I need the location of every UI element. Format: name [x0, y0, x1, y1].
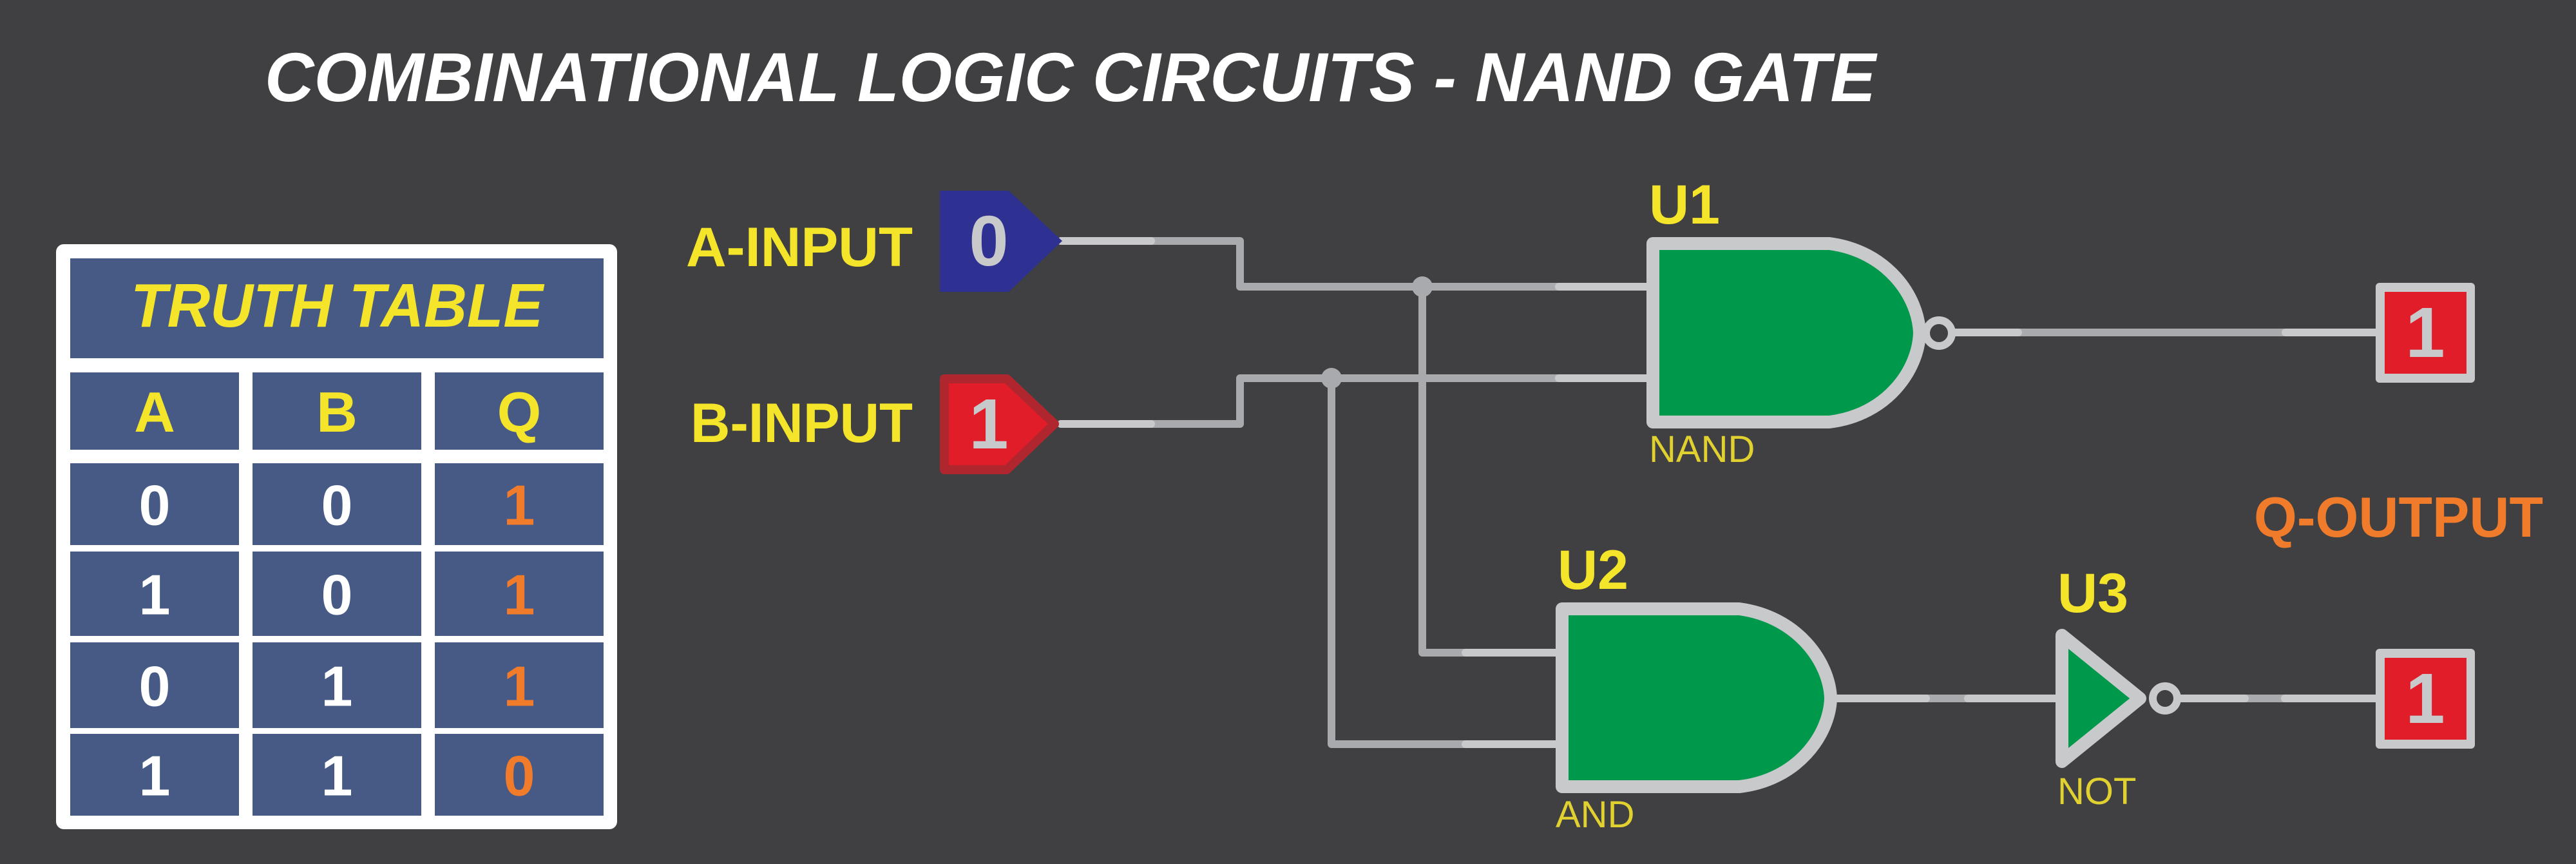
- input-b-label: B-INPUT: [691, 392, 913, 454]
- nand-gate-icon: [1646, 237, 1926, 428]
- truth-table-header-q: Q: [497, 380, 541, 444]
- truth-table-value: 0: [504, 744, 535, 808]
- truth-table-header-cell: [253, 372, 421, 450]
- output-probe-value: 1: [2405, 293, 2445, 372]
- input-b[interactable]: B-INPUT 1: [691, 374, 1059, 474]
- truth-table-cell: [253, 552, 421, 636]
- gate-u3-type: NOT: [2057, 771, 2136, 812]
- input-a-value: 0: [969, 202, 1008, 281]
- output-probe-u1: 1: [2376, 283, 2475, 383]
- gate-u2-type: AND: [1556, 794, 1634, 836]
- page-title: COMBINATIONAL LOGIC CIRCUITS - NAND GATE: [265, 38, 1878, 116]
- input-b-value: 1: [969, 385, 1008, 464]
- truth-table-title: TRUTH TABLE: [131, 271, 545, 340]
- truth-table-cell: [70, 552, 239, 636]
- nand-bubble-icon: [1922, 316, 1956, 350]
- gate-u3-ref: U3: [2057, 562, 2128, 624]
- truth-table-cell: [70, 463, 239, 545]
- truth-table-cell: [253, 642, 421, 728]
- not-gate-icon: [2056, 629, 2146, 768]
- gate-u1-ref: U1: [1649, 174, 1720, 236]
- truth-table-cell: [253, 463, 421, 545]
- output-probe-fill: [2385, 658, 2466, 740]
- input-b-toggle[interactable]: [940, 374, 1059, 474]
- truth-table: TRUTH TABLE A B Q 0 0 1 1 0 1 0 1 1 1 1 0: [56, 244, 617, 829]
- gate-u1-type: NAND: [1649, 428, 1755, 470]
- gate-u2-and[interactable]: U2 AND: [1556, 539, 1837, 836]
- output-probe-value: 1: [2405, 659, 2445, 738]
- truth-table-value: 1: [139, 744, 171, 808]
- truth-table-header-a: A: [134, 380, 175, 444]
- truth-table-title-cell: [70, 258, 604, 358]
- truth-table-cell: [435, 552, 604, 636]
- truth-table-cell: [435, 642, 604, 728]
- and-gate-icon: [1556, 602, 1837, 793]
- input-a[interactable]: A-INPUT 0: [686, 191, 1062, 292]
- gate-u1-nand[interactable]: U1 NAND: [1646, 174, 1956, 470]
- truth-table-value: 1: [504, 474, 535, 537]
- truth-table-cell: [70, 734, 239, 816]
- q-output-label: Q-OUTPUT: [2254, 485, 2543, 549]
- wires: [1057, 237, 2380, 748]
- truth-table-value: 1: [321, 744, 353, 808]
- truth-table-value: 1: [321, 655, 353, 718]
- truth-table-value: 0: [321, 474, 353, 537]
- input-a-toggle[interactable]: [940, 191, 1062, 292]
- gate-u2-ref: U2: [1558, 539, 1628, 601]
- truth-table-header-cell: [435, 372, 604, 450]
- gate-u3-not[interactable]: U3 NOT: [2056, 562, 2181, 812]
- truth-table-value: 0: [139, 474, 171, 537]
- truth-table-cell: [253, 734, 421, 816]
- truth-table-value: 1: [504, 563, 535, 627]
- truth-table-header-b: B: [316, 380, 358, 444]
- truth-table-cell: [435, 463, 604, 545]
- junction-dot-a: [1412, 276, 1433, 297]
- truth-table-value: 0: [321, 563, 353, 627]
- truth-table-cell: [435, 734, 604, 816]
- truth-table-value: 0: [139, 655, 171, 718]
- truth-table-value: 1: [504, 655, 535, 718]
- truth-table-cell: [70, 642, 239, 728]
- not-bubble-icon: [2149, 682, 2181, 715]
- output-probe-fill: [2385, 292, 2466, 374]
- output-probe-u3: 1: [2376, 649, 2475, 749]
- truth-table-value: 1: [139, 563, 171, 627]
- junction-dot-b: [1321, 368, 1342, 389]
- input-a-label: A-INPUT: [686, 216, 913, 278]
- truth-table-header-cell: [70, 372, 239, 450]
